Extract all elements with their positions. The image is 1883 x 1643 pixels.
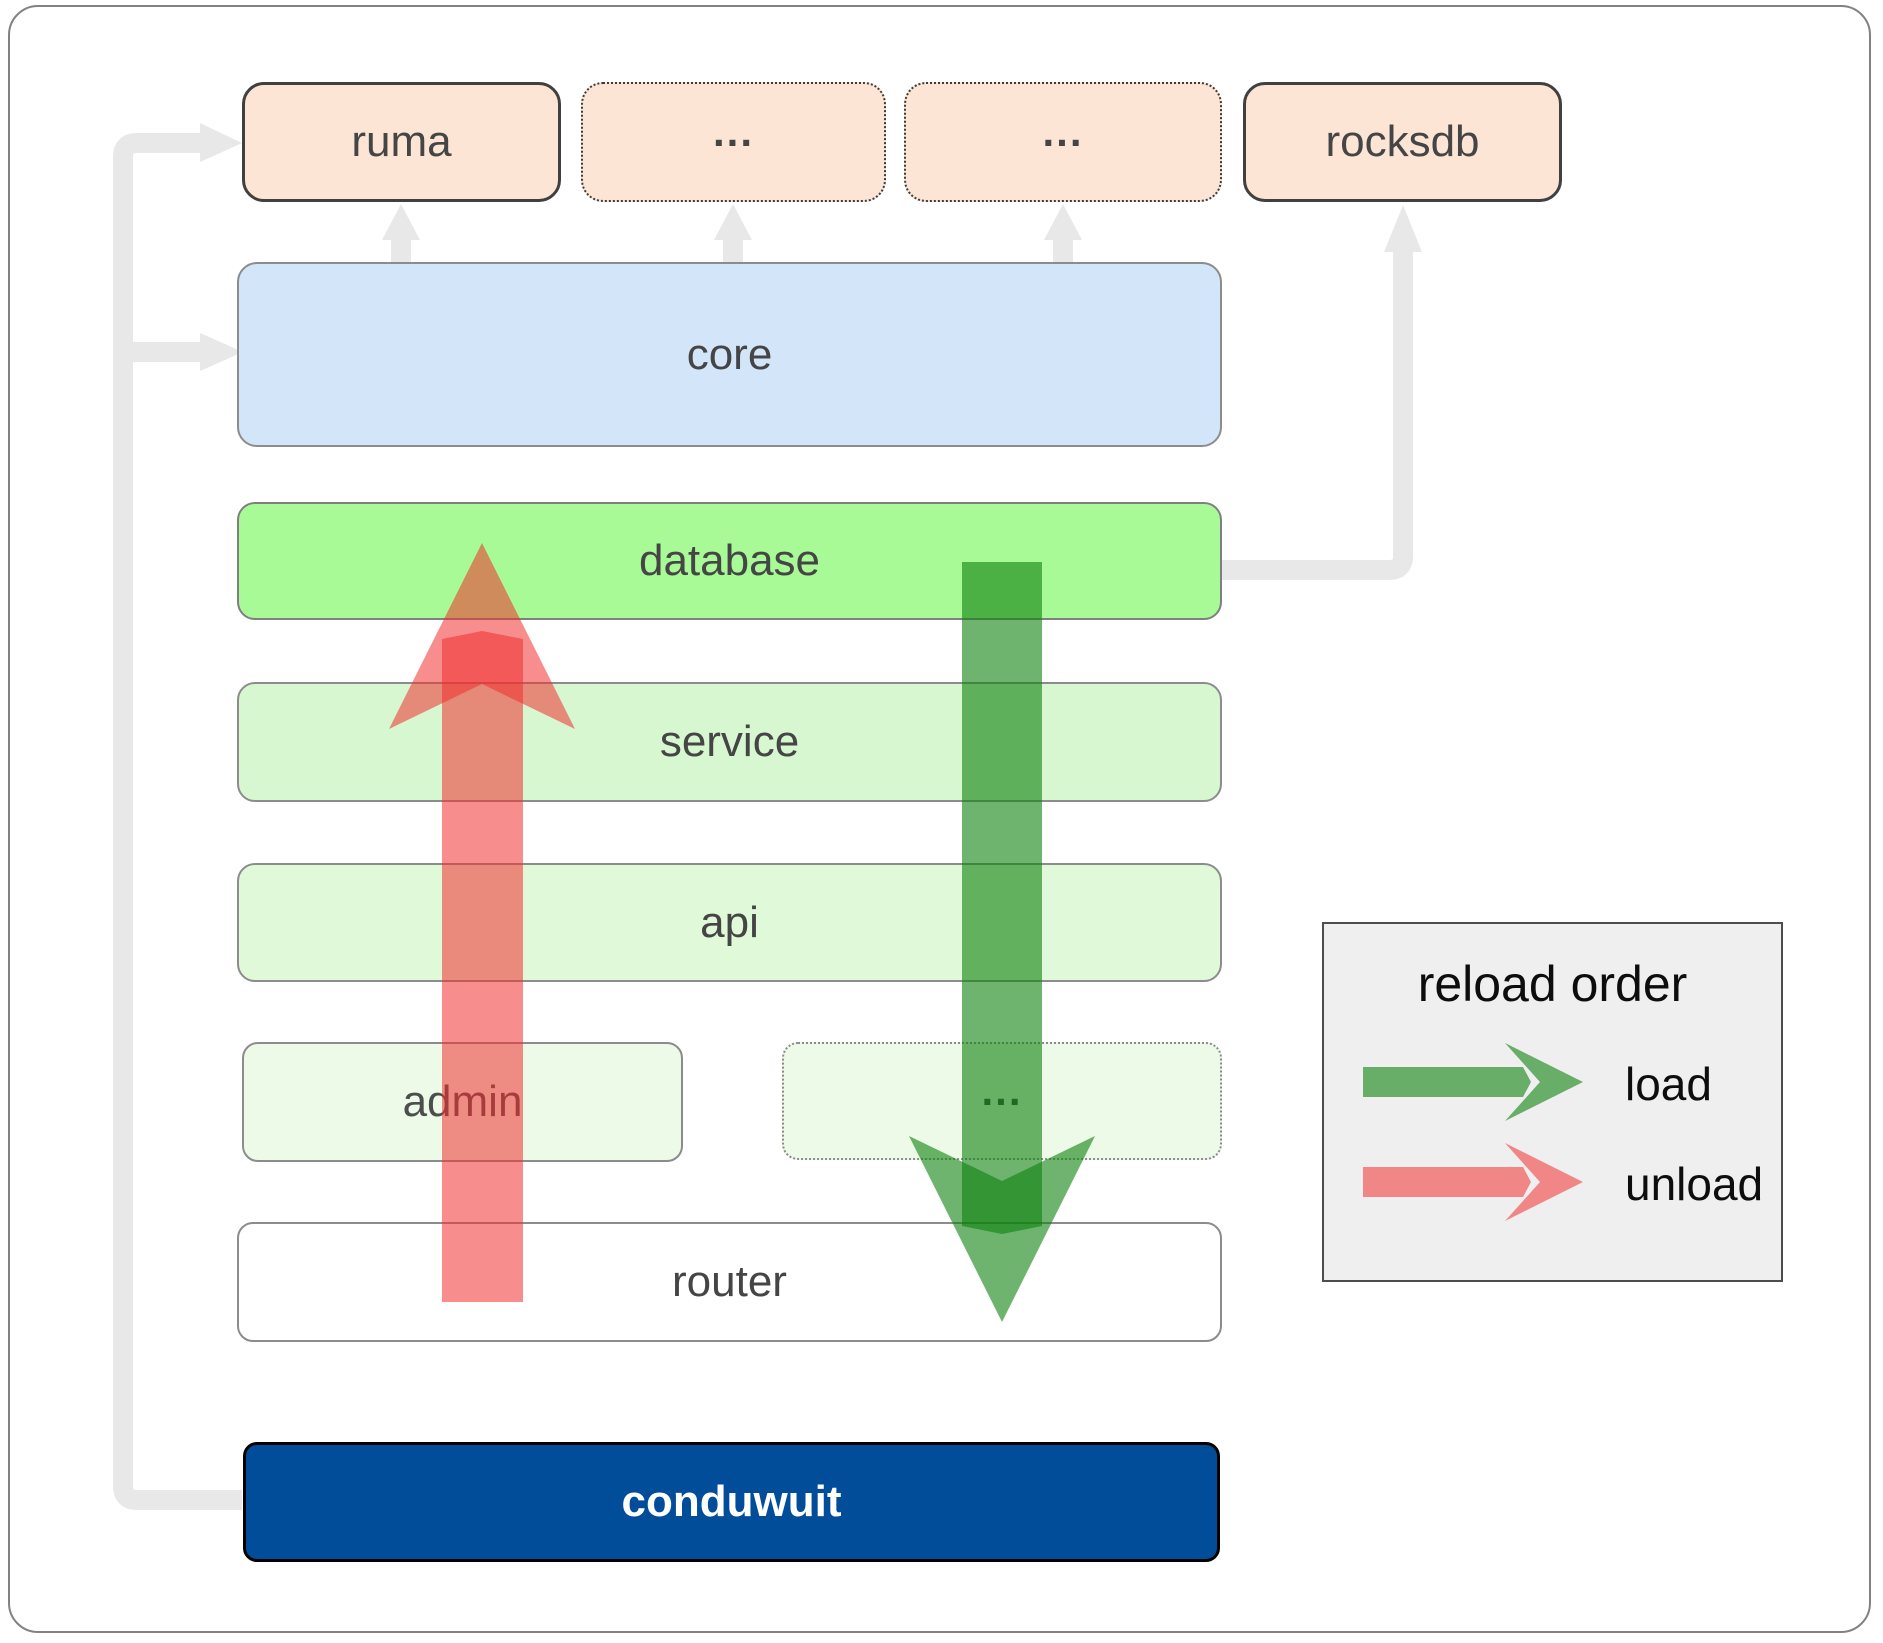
node-database: database [237, 502, 1222, 620]
node-ellipsis-top-2: ... [904, 82, 1222, 202]
node-service-label: service [659, 717, 800, 766]
node-ellipsis-mid: ... [782, 1042, 1222, 1160]
node-core-label: core [686, 329, 773, 379]
node-database-label: database [638, 536, 821, 585]
node-core: core [237, 262, 1222, 447]
node-ellipsis-mid-label: ... [981, 1067, 1023, 1114]
node-rocksdb: rocksdb [1243, 82, 1562, 202]
node-api: api [237, 863, 1222, 982]
node-ruma: ruma [242, 82, 561, 202]
node-ruma-label: ruma [351, 117, 452, 166]
node-ellipsis-top-1-label: ... [712, 108, 754, 155]
legend-title: reload order [1417, 956, 1688, 1012]
node-admin: admin [242, 1042, 683, 1162]
node-admin-label: admin [402, 1077, 523, 1126]
node-service: service [237, 682, 1222, 802]
node-router-label: router [672, 1257, 787, 1306]
node-ellipsis-top-1: ... [581, 82, 886, 202]
node-router: router [237, 1222, 1222, 1342]
node-ellipsis-top-2-label: ... [1042, 108, 1084, 155]
diagram-frame [8, 5, 1871, 1633]
node-rocksdb-label: rocksdb [1325, 117, 1480, 166]
node-api-label: api [700, 897, 759, 947]
legend-load-label: load [1625, 1058, 1712, 1110]
node-conduwuit-label: conduwuit [621, 1477, 842, 1526]
node-conduwuit: conduwuit [243, 1442, 1220, 1562]
legend-unload-label: unload [1625, 1158, 1764, 1210]
